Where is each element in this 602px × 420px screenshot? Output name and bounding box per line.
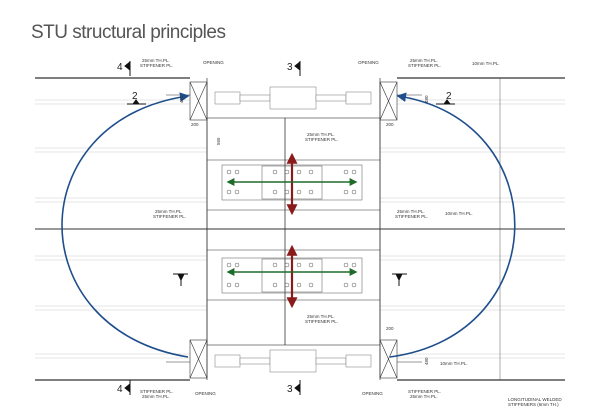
tie-rods (214, 86, 372, 373)
svg-text:STIFFENER PL.: STIFFENER PL. (395, 214, 428, 219)
label-stiffener-center-top: 25mm TH.PL. (307, 132, 335, 137)
label-stiffener-left: 25mm TH.PL. (155, 209, 183, 214)
label-stiffener-bl: STIFFENER PL. (140, 389, 173, 394)
svg-text:STIFFENER PL.: STIFFENER PL. (305, 137, 338, 142)
dim-200-br: 200 (386, 326, 394, 331)
section-4-top: 4 (117, 62, 123, 73)
page-title: STU structural principles (31, 22, 226, 43)
label-opening-bl: OPENING (195, 391, 216, 396)
dim-480-right: 480 (424, 95, 429, 103)
svg-text:STIFFENER PL.: STIFFENER PL. (305, 319, 338, 324)
section-markers: 4 3 4 3 2 2 (117, 60, 455, 395)
section-3-top: 3 (287, 62, 293, 73)
longitudinal-stiffener-lines (35, 99, 565, 359)
dim-200-tl: 200 (191, 122, 199, 127)
annotations: 25mm TH.PL. STIFFENER PL. OPENING OPENIN… (140, 58, 562, 407)
label-10mm-mid: 10mm TH.PL. (445, 211, 473, 216)
blue-load-arcs (61, 92, 516, 358)
svg-text:STIFFENER PL.: STIFFENER PL. (408, 63, 441, 68)
label-10mm-bottom: 10mm TH.PL. (440, 361, 468, 366)
dim-200-tr: 200 (386, 122, 394, 127)
dim-480-br: 480 (424, 357, 429, 365)
label-stiffener-right: 25mm TH.PL. (397, 209, 425, 214)
section-2-left: 2 (132, 91, 138, 102)
section-3-bottom: 3 (287, 384, 293, 395)
dim-480-left: 480 (179, 95, 184, 103)
bolt-plate-bottom (221, 257, 363, 294)
label-opening-tr: OPENING (358, 60, 379, 65)
label-opening-tl: OPENING (203, 60, 224, 65)
label-10mm-top: 10mm TH.PL. (472, 61, 500, 66)
label-stiffener-tr: 25mm TH.PL. (410, 58, 438, 63)
svg-text:STIFFENERS (6mm TH.): STIFFENERS (6mm TH.) (508, 402, 559, 407)
svg-text:25mm TH.PL.: 25mm TH.PL. (142, 394, 170, 399)
section-4-bottom: 4 (117, 384, 123, 395)
label-longitudinal-stiffeners: LONGITUDINAL WELDED (508, 397, 562, 402)
dim-565: 565 (216, 137, 221, 145)
beam-lines (35, 77, 565, 381)
svg-text:25mm TH.PL.: 25mm TH.PL. (410, 394, 438, 399)
svg-text:STIFFENER PL.: STIFFENER PL. (153, 214, 186, 219)
label-opening-br: OPENING (362, 391, 383, 396)
label-stiffener-center-bottom: 25mm TH.PL. (307, 314, 335, 319)
opening-boxes (166, 81, 422, 379)
section-2-right: 2 (446, 91, 452, 102)
label-stiffener-tl: 25mm TH.PL. (142, 58, 170, 63)
svg-text:STIFFENER PL.: STIFFENER PL. (140, 63, 173, 68)
label-stiffener-br: STIFFENER PL. (408, 389, 441, 394)
green-horizontal-arrows (226, 178, 358, 276)
